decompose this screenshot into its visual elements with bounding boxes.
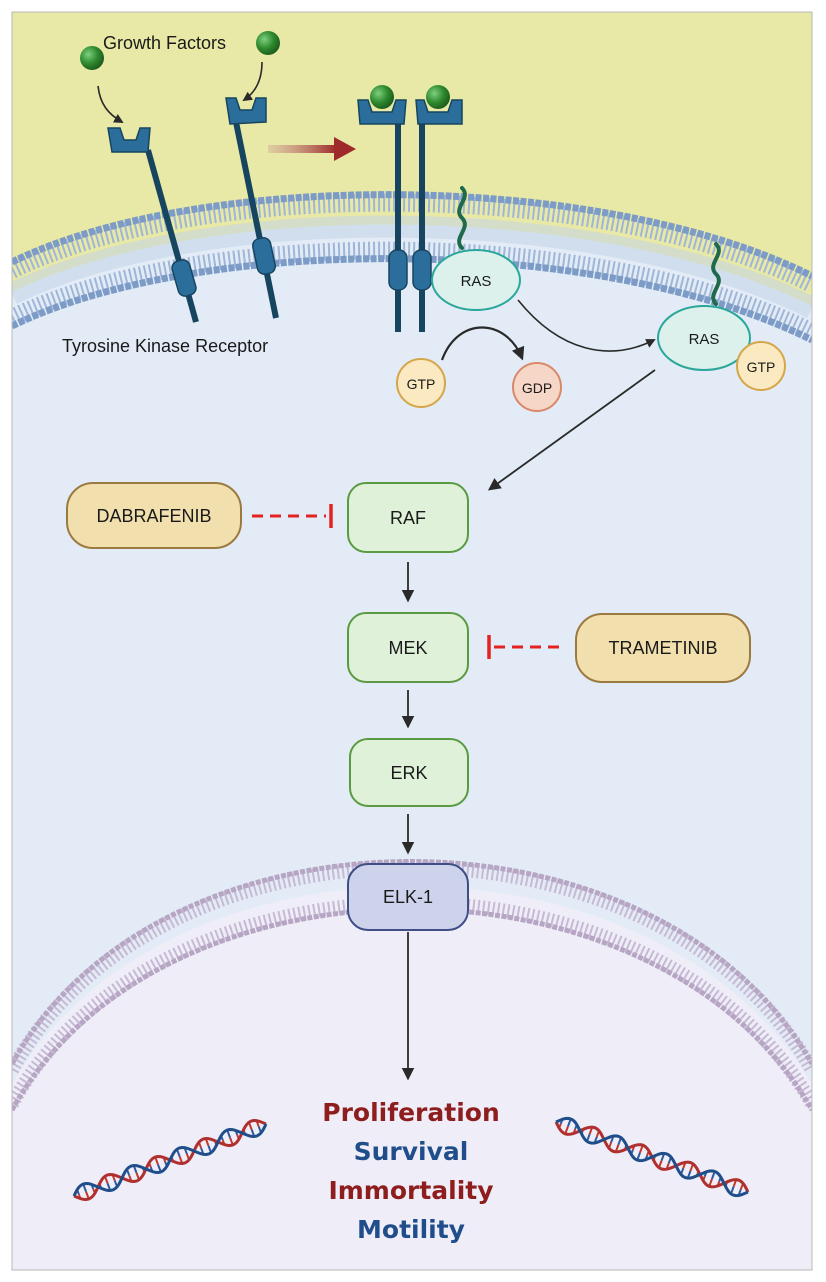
bound-growth-factor-right <box>426 85 450 109</box>
gdp-label: GDP <box>522 380 552 396</box>
dimerization-arrow <box>268 137 356 161</box>
ras-active-shape <box>657 305 751 371</box>
ras-to-raf-arrow <box>487 369 656 491</box>
mek-label: MEK <box>388 638 427 658</box>
raf-label: RAF <box>390 508 426 528</box>
ras-activation-arrow <box>517 299 656 352</box>
gtp-bound-label: GTP <box>747 359 776 375</box>
erk-node <box>349 738 469 807</box>
ras-membrane-label: RAS <box>461 273 492 290</box>
gdp-node <box>512 362 562 412</box>
outcome-survival: Survival <box>354 1137 469 1166</box>
ras-anchor-tail <box>457 186 467 250</box>
gtp-gdp-exchange-arrow <box>440 326 525 361</box>
dabrafenib-label: DABRAFENIB <box>96 506 211 526</box>
bound-growth-factor-left <box>370 85 394 109</box>
raf-node <box>347 482 469 553</box>
elk1-node <box>347 863 469 931</box>
mek-node <box>347 612 469 683</box>
dna-helix-right <box>554 1116 750 1198</box>
trametinib-label: TRAMETINIB <box>608 638 717 658</box>
receptor-label: Tyrosine Kinase Receptor <box>62 336 268 356</box>
growth-factors-label: Growth Factors <box>103 33 226 53</box>
outcome-motility: Motility <box>357 1215 465 1244</box>
growth-factor-ligand-left <box>80 46 104 70</box>
ligand-binding-arrow-right <box>242 61 263 102</box>
gtp-input-label: GTP <box>407 376 436 392</box>
elk1-label: ELK-1 <box>383 887 433 907</box>
dna-strand <box>555 1116 749 1198</box>
dabrafenib-inhibition <box>252 504 333 528</box>
nuclear-membrane <box>12 859 812 1112</box>
plasma-membrane <box>12 191 812 344</box>
ras-active-label: RAS <box>689 331 720 348</box>
dabrafenib-node <box>66 482 242 549</box>
figure-border <box>11 11 813 1271</box>
receptor-dimer <box>357 99 463 332</box>
ras-active-anchor-tail <box>711 242 721 306</box>
ras-membrane-shape <box>431 249 521 311</box>
gtp-bound-node <box>736 341 786 391</box>
ligand-binding-arrow-left <box>97 85 124 123</box>
outcome-immortality: Immortality <box>328 1176 493 1205</box>
trametinib-node <box>575 613 751 683</box>
growth-factor-ligand-right <box>256 31 280 55</box>
erk-label: ERK <box>390 763 427 783</box>
trametinib-inhibition <box>487 635 566 659</box>
gtp-input-node <box>396 358 446 408</box>
dna-helix-left <box>72 1118 268 1202</box>
receptor-monomer-left <box>107 127 199 323</box>
receptor-monomer-right <box>225 97 279 319</box>
dna-strand <box>72 1123 268 1197</box>
outcome-proliferation: Proliferation <box>322 1098 500 1127</box>
